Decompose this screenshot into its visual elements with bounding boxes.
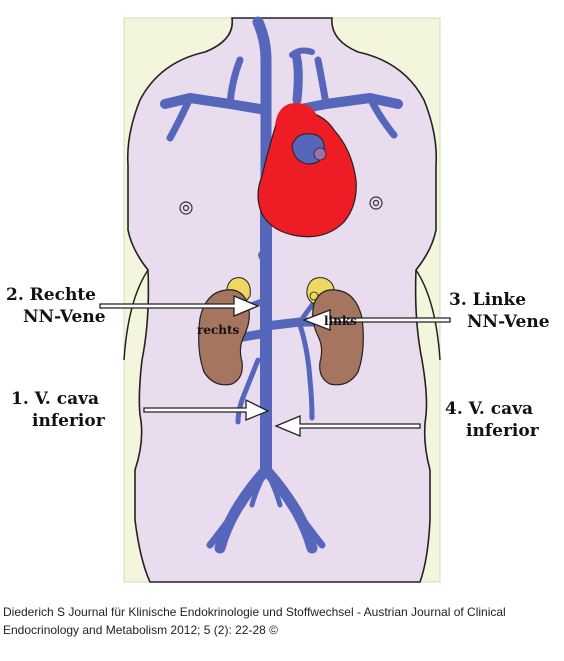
left-nipple-icon: [369, 196, 383, 210]
pulmonary-branch: [313, 147, 327, 161]
label-vena-cava-1: 1. V. cava inferior: [11, 388, 105, 432]
label-vena-cava-1-line2: inferior: [32, 411, 105, 431]
label-vena-cava-4-line2: inferior: [466, 421, 539, 441]
heart-shape: [257, 110, 357, 238]
label-left-adrenal-vein-line2: NN-Vene: [467, 312, 550, 332]
body-silhouette: [126, 17, 438, 583]
label-right-kidney: rechts: [197, 323, 240, 337]
label-left-kidney: links: [324, 314, 357, 328]
arrows: [99, 295, 451, 437]
right-arm-line: [415, 269, 441, 361]
arrow-ivc-4: [274, 415, 421, 437]
label-right-adrenal-vein-line2: NN-Vene: [23, 307, 106, 327]
figure-caption: Diederich S Journal für Klinische Endokr…: [3, 605, 506, 637]
left-kidney: [312, 289, 364, 386]
right-nipple-icon: [179, 201, 193, 215]
label-vena-cava-1-line1: 1. V. cava: [11, 389, 99, 409]
arrow-left-adrenal: [302, 309, 451, 331]
label-right-adrenal-vein-line1: 2. Rechte: [6, 285, 96, 305]
arrow-right-adrenal: [99, 295, 260, 317]
arrow-ivc-1: [143, 398, 270, 421]
label-vena-cava-4: 4. V. cava inferior: [445, 398, 539, 442]
label-right-adrenal-vein: 2. Rechte NN-Vene: [6, 284, 106, 328]
label-left-adrenal-vein-line1: 3. Linke: [449, 290, 527, 310]
label-left-adrenal-vein: 3. Linke NN-Vene: [449, 289, 550, 333]
aorta-arch: [275, 102, 319, 127]
label-vena-cava-4-line1: 4. V. cava: [445, 399, 533, 419]
